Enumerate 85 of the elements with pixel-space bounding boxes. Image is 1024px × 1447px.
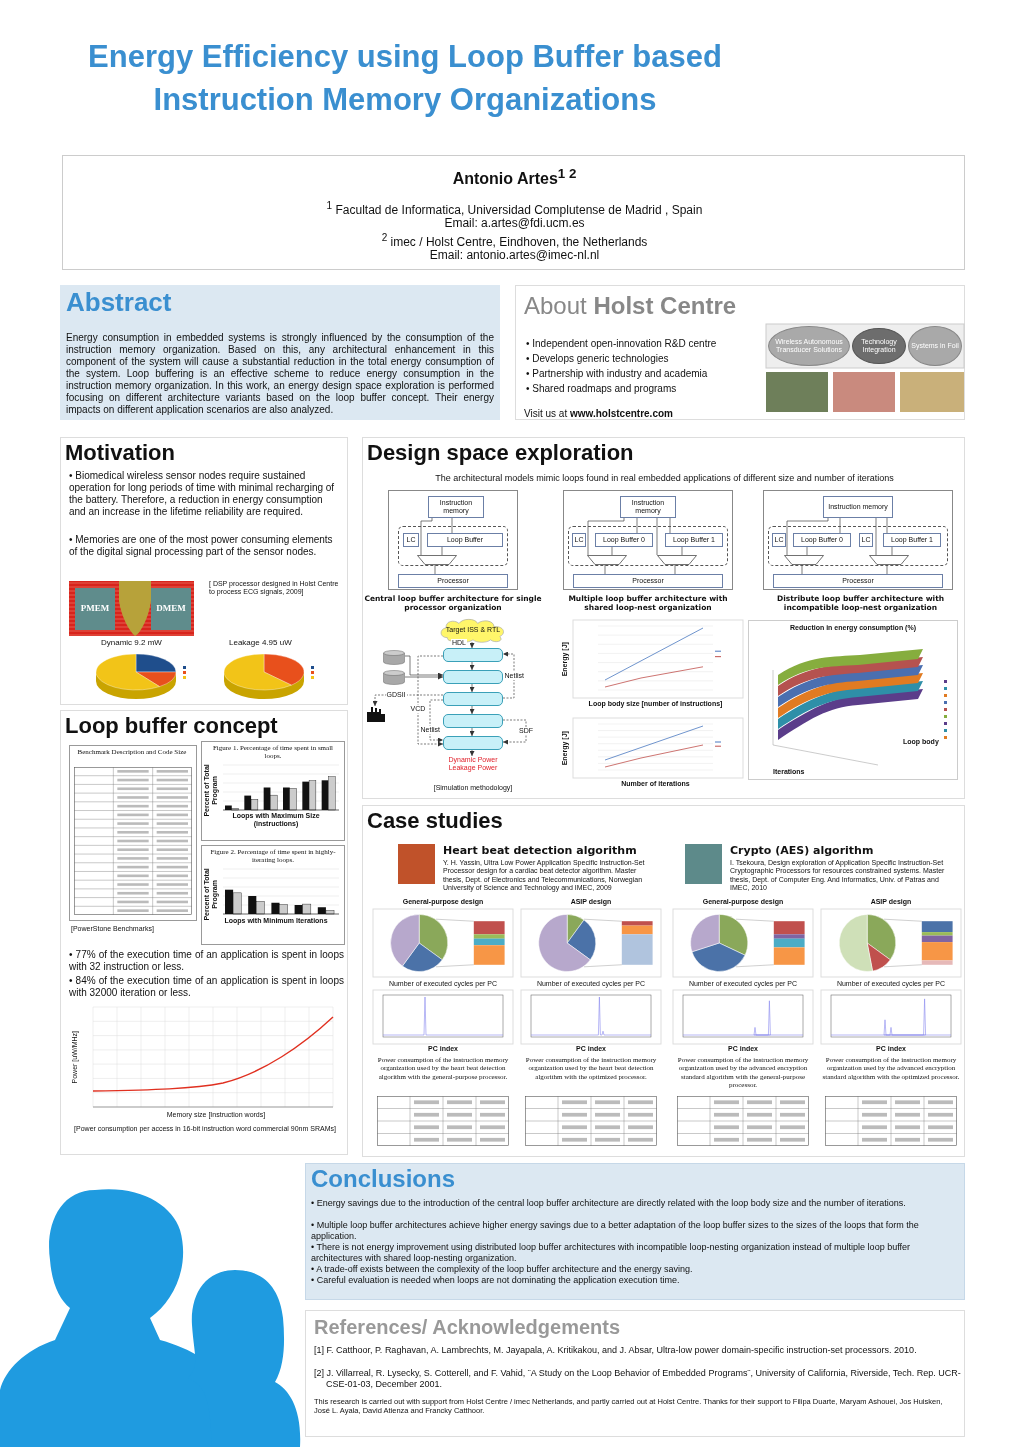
connector-line: [806, 546, 808, 556]
multiplexer-shape: [657, 555, 697, 565]
bullet-text: • Biomedical wireless sensor nodes require sustained operation for long periods of time with minimal recharging of the battery. Therefore, a reduction in energy consumption and an increase in the lifetime reliability are required.: [69, 470, 336, 518]
memory-block: DMEM: [151, 588, 191, 630]
section-heading: References/ Acknowledgements: [314, 1315, 622, 1339]
dashed-group-box: [768, 526, 948, 566]
connector-line: [636, 517, 638, 534]
section-heading: Motivation: [65, 440, 176, 467]
memory-block: PMEM: [75, 588, 115, 630]
connector-line: [801, 564, 803, 575]
info-panel: [515, 285, 965, 420]
affiliation-text: $^{2}$ imec / Holst Centre, Eindhoven, the Netherlands: [380, 232, 649, 250]
multiplexer-shape: [869, 555, 909, 565]
section-heading: About Holst Centre: [524, 292, 738, 321]
intro-text: The architectural models mimic loops found in real embedded applications of different size and number of iterations: [434, 473, 895, 484]
affiliation-text: $^{1}$ Facultad de Informatica, Universidad Complutense de Madrid , Spain: [325, 200, 704, 218]
connector-line: [611, 546, 613, 556]
connector-line: [441, 546, 443, 556]
section-heading: Case studies: [367, 808, 504, 835]
bullet-text: • Shared roadmaps and programs: [526, 383, 678, 395]
tool-box: [443, 692, 503, 706]
connector-line: [604, 564, 606, 575]
library-cylinder: [383, 670, 405, 685]
multiplexer-shape: [417, 555, 457, 565]
connector-line: [681, 546, 683, 556]
connector-line: [891, 546, 893, 556]
paragraph-text: Energy consumption in embedded systems is strongly influenced by the consumption of the instruction memory organization. Based on this, any architectural enhancement in this component of the system will cause a substantial reduction in the total energy consumption of the system. Loop buffering is an effective scheme to reduce energy consumption in the instruction memory organization. In this work, an energy design space exploration is performed focusing on different architecture variants based on the loop buffer concept. Their energy impacts on different application scenarios are also analyzed.: [66, 332, 494, 416]
bullet-text: • There is not energy improvement using distributed loop buffer architectures with incompatible loop-nesting organization instead of multiple loop buffer architectures with shared loop-nesting organization.: [311, 1242, 911, 1264]
connector-line: [875, 517, 877, 556]
bullet-text: • Develops generic technologies: [526, 353, 670, 365]
reference-text: [1] F. Catthoor, P. Raghavan, A. Lambrechts, M. Jayapala, A. Kritikakou, and J. Absar, Ultra-low power domain-specific instruction-set processors. 2010.: [314, 1345, 918, 1356]
connector-line: [656, 517, 658, 556]
dashed-group-box: [398, 526, 508, 566]
references-panel: [305, 1310, 965, 1437]
bullet-text: • Careful evaluation is needed when loops are not dominating the application execution time.: [311, 1275, 681, 1286]
motivation-panel: [60, 437, 348, 705]
connector-line: [786, 517, 829, 556]
bullet-text: • Memories are one of the most power consuming elements of the digital signal processing part of the sensor nodes.: [69, 534, 334, 558]
case-studies-panel: [362, 805, 965, 1157]
header-panel: [62, 155, 965, 270]
email-text: Email: antonio.artes@imec-nl.nl: [428, 248, 601, 263]
poster-title: Energy Efficiency using Loop Buffer based Instruction Memory Organizations: [87, 38, 723, 120]
connector-line: [587, 517, 625, 556]
author-name: Antonio Artes$^{1 2}$: [451, 166, 578, 189]
abstract-panel: [60, 285, 500, 420]
connector-line: [434, 564, 436, 575]
bullet-text: • Multiple loop buffer architectures achieve higher energy savings due to a better adaptation of the loop buffer sizes to the sizes of the loops that form the application.: [311, 1220, 920, 1242]
email-text: Email: a.artes@fdi.ucm.es: [443, 216, 585, 231]
loop-buffer-panel: [60, 710, 348, 1155]
connector-line: [886, 517, 888, 534]
connector-line: [674, 564, 676, 575]
connector-line: [669, 517, 671, 534]
bullet-text: • Energy savings due to the introduction of the central loop buffer architecture are directly related with the loop body size and the number of iterations.: [311, 1198, 907, 1209]
connector-line: [451, 517, 453, 534]
connector-line: [420, 517, 433, 556]
chart-title: Dynamic 9.2 mW: [101, 638, 163, 648]
section-heading: Loop buffer concept: [65, 713, 279, 740]
case-title: Heart beat detection algorithm: [443, 844, 638, 858]
library-cylinder: [383, 650, 405, 665]
tool-box: [443, 670, 503, 684]
bullet-text: • Partnership with industry and academia: [526, 368, 709, 380]
tool-box: [443, 714, 503, 728]
section-heading: Conclusions: [311, 1165, 456, 1194]
section-heading: Design space exploration: [367, 440, 635, 467]
tool-box: [443, 736, 503, 750]
multiplexer-shape: [784, 555, 824, 565]
arrow: [469, 749, 475, 757]
bullet-text: • A trade-off exists between the complexity of the loop buffer architecture and the energy saving.: [311, 1264, 694, 1275]
case-title: Crypto (AES) algorithm: [730, 844, 875, 858]
factory-icon: [367, 706, 385, 722]
bullet-text: • 77% of the execution time of an application is spent in loops with 32 instruction or less.: [69, 949, 344, 973]
connector-line: [839, 517, 841, 534]
conclusions-panel: [305, 1163, 965, 1300]
dashed-group-box: [568, 526, 728, 566]
bullet-text: • 84% of the execution time of an application is spent in loops with 32000 iteration or less.: [69, 975, 344, 999]
chart-title: Leakage 4.95 uW: [229, 638, 293, 648]
design-panel: [362, 437, 965, 799]
multiplexer-shape: [587, 555, 627, 565]
reference-text: [2] J. Villarreal, R. Lysecky, S. Cotterell, and F. Vahid, ¨A Study on the Loop Behavior of Embedded Programs¨, University of California, Riverside, Tech. Rep. UCR-CSE-01-03, December 2001.: [314, 1368, 962, 1390]
bullet-text: • Independent open-innovation R&D centre: [526, 338, 718, 350]
tool-box: [443, 648, 503, 662]
arrow: [469, 641, 475, 649]
section-heading: Abstract: [66, 287, 173, 319]
link-text: Visit us at www.holstcentre.com: [524, 408, 674, 420]
connector-line: [886, 564, 888, 575]
